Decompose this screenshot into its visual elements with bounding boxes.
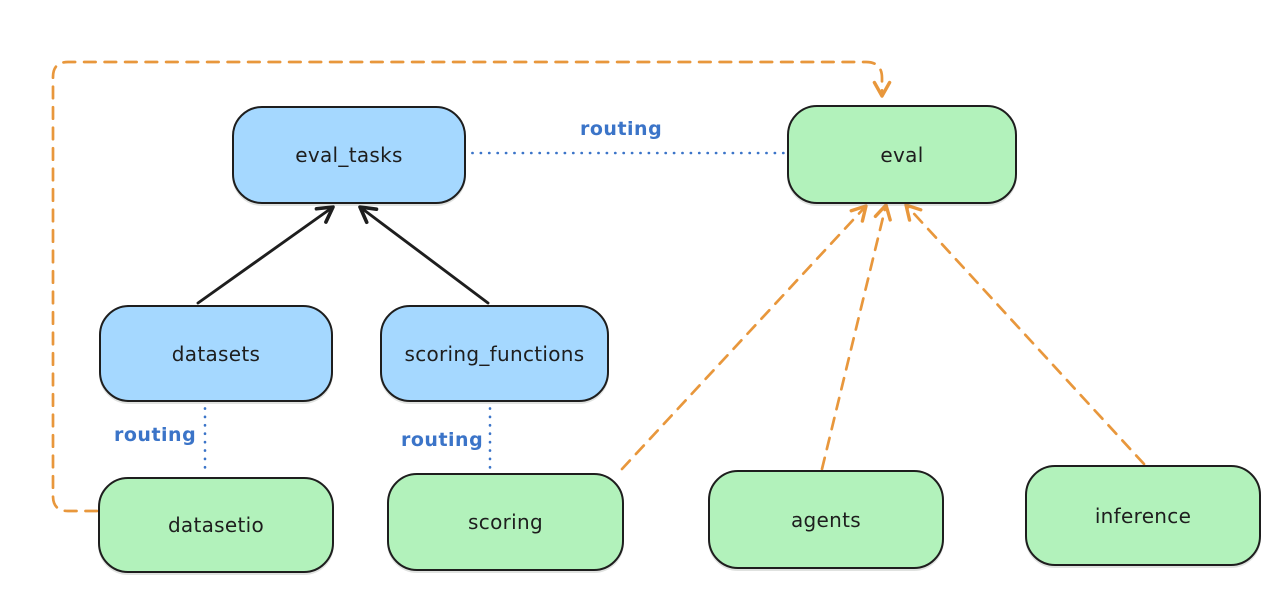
node-agents: agents [708,470,944,569]
node-scoring-functions-label: scoring_functions [404,341,585,366]
node-eval-label: eval [880,142,924,167]
node-datasets-label: datasets [171,341,261,366]
node-eval-tasks-label: eval_tasks [295,143,403,167]
routing-label-datasets-datasetio: routing [114,424,197,446]
edge-datasets-to-eval-tasks [196,205,335,305]
node-datasetio: datasetio [98,477,334,573]
edge-inference-to-eval [904,203,1146,466]
node-inference: inference [1025,465,1261,566]
routing-label-eval-tasks-eval: routing [580,118,663,140]
edge-scoring-functions-to-eval-tasks [358,205,490,305]
node-scoring-label: scoring [468,510,543,534]
routing-label-scoring-functions-scoring: routing [401,429,484,451]
node-scoring: scoring [387,473,624,571]
node-datasetio-label: datasetio [167,513,265,537]
node-inference-label: inference [1094,503,1192,528]
node-datasets: datasets [99,305,333,402]
node-agents-label: agents [791,507,861,532]
edge-agents-to-eval [820,203,892,471]
node-eval-tasks: eval_tasks [232,106,466,204]
node-scoring-functions: scoring_functions [380,305,609,402]
edge-scoring-to-eval [620,204,868,471]
node-eval: eval [787,105,1017,204]
